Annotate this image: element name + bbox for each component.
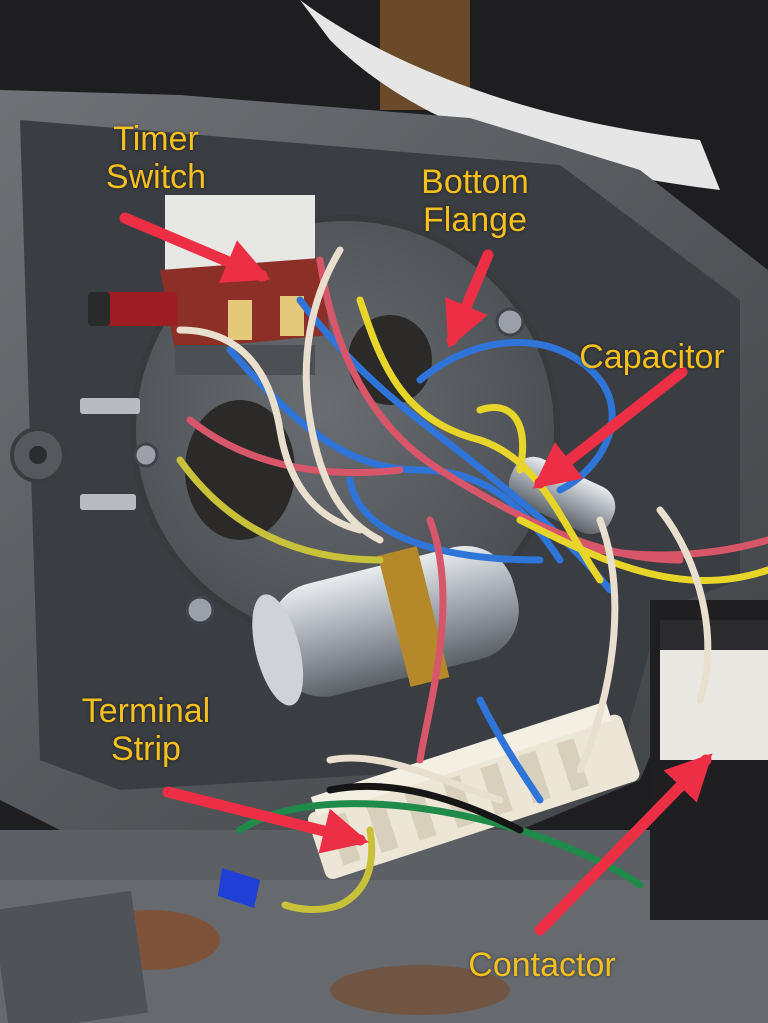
timer-switch-arrow (119, 212, 271, 283)
timer-switch-label-line1: Timer (113, 120, 199, 158)
terminal-strip-label: Terminal Strip (56, 692, 236, 768)
terminal-strip-arrow (162, 786, 369, 854)
bottom-flange-label-line2: Flange (423, 201, 527, 239)
contactor-label-line1: Contactor (468, 946, 616, 984)
capacitor-arrow (532, 366, 688, 489)
terminal-strip-label-line2: Strip (111, 730, 181, 768)
bottom-flange-arrow (445, 249, 494, 349)
capacitor-label: Capacitor (552, 338, 752, 376)
terminal-strip-label-line1: Terminal (81, 692, 211, 730)
bottom-flange-label-line1: Bottom (421, 163, 529, 201)
contactor-arrow (534, 753, 713, 936)
capacitor-label-line1: Capacitor (579, 338, 725, 376)
contactor-label: Contactor (432, 946, 652, 984)
timer-switch-label-line2: Switch (105, 158, 207, 196)
timer-switch-label: Timer Switch (66, 120, 246, 196)
bottom-flange-label: Bottom Flange (390, 163, 560, 239)
